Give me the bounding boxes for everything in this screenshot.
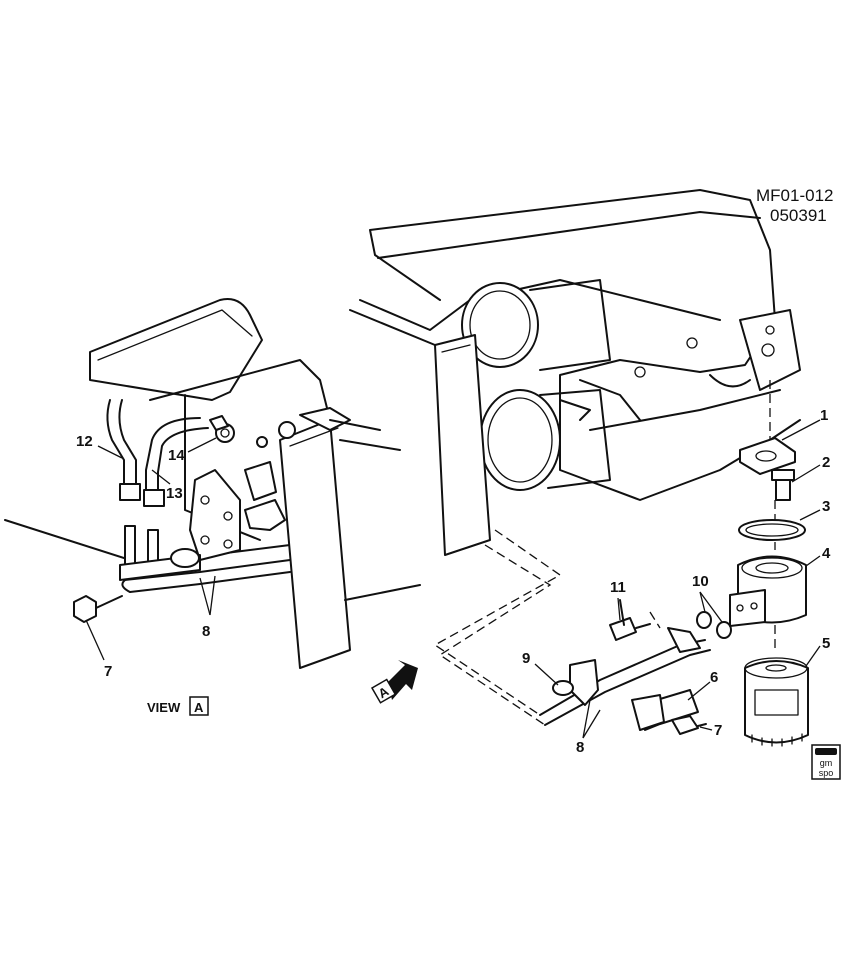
- callout-7-right: 7: [714, 722, 722, 739]
- callout-7-left: 7: [104, 663, 112, 680]
- oil-filter-5: [744, 660, 809, 744]
- valve-cover: [89, 298, 263, 401]
- hose-12: [106, 399, 125, 486]
- bolt-2: [775, 477, 791, 501]
- callout-6: 6: [710, 669, 718, 686]
- badge-line-2: spo: [819, 768, 834, 778]
- seal-10a: [696, 611, 712, 629]
- hose-12-fitting: [119, 483, 141, 501]
- drawing-date-code: 050391: [770, 206, 827, 225]
- upper-pulley: [461, 282, 539, 368]
- callout-11: 11: [610, 579, 626, 596]
- adapter-plate: [189, 469, 241, 561]
- callout-9: 9: [522, 650, 530, 667]
- callout-1: 1: [820, 407, 828, 424]
- engine-drawing: [349, 189, 801, 556]
- view-letter-box: [189, 696, 209, 716]
- view-label: VIEW: [147, 700, 181, 715]
- adapter-1: [739, 437, 796, 475]
- callout-8-right: 8: [576, 739, 584, 756]
- callout-10: 10: [692, 573, 709, 590]
- leader-lines: [85, 419, 821, 739]
- seal-3: [738, 519, 806, 541]
- lower-pulley: [479, 389, 561, 491]
- callout-13: 13: [166, 485, 183, 502]
- drawing-code: MF01-012: [756, 186, 833, 205]
- filter-stack: [729, 437, 809, 747]
- view-letter: A: [194, 700, 204, 715]
- radiator-end-tank: [279, 419, 351, 669]
- callout-8-left: 8: [202, 623, 210, 640]
- badge-line-1: gm: [820, 758, 833, 768]
- bolt-7-lower: [671, 715, 699, 735]
- radiator: [434, 334, 491, 556]
- callout-3: 3: [822, 498, 830, 515]
- hose-13: [145, 417, 201, 491]
- callout-14: 14: [168, 447, 185, 464]
- cooler-lines-assembly: [539, 599, 732, 735]
- view-direction-arrow: A: [370, 660, 418, 704]
- arrow-icon: [388, 660, 418, 700]
- bolt-7: [73, 595, 97, 623]
- gmspo-badge: gm spo: [811, 744, 841, 780]
- hose-13-fitting: [143, 489, 165, 507]
- callout-5: 5: [822, 635, 830, 652]
- callouts: 1 2 3 4 5 6 7 7 8 8 9 10 11 12 13 14: [76, 407, 831, 756]
- callout-12: 12: [76, 433, 93, 450]
- view-a-drawing: [4, 298, 421, 669]
- callout-2: 2: [822, 454, 830, 471]
- seal-10b: [716, 621, 732, 639]
- callout-4: 4: [822, 545, 831, 562]
- filter-mount-boss: [739, 309, 801, 391]
- cooler-line-8: [124, 559, 291, 581]
